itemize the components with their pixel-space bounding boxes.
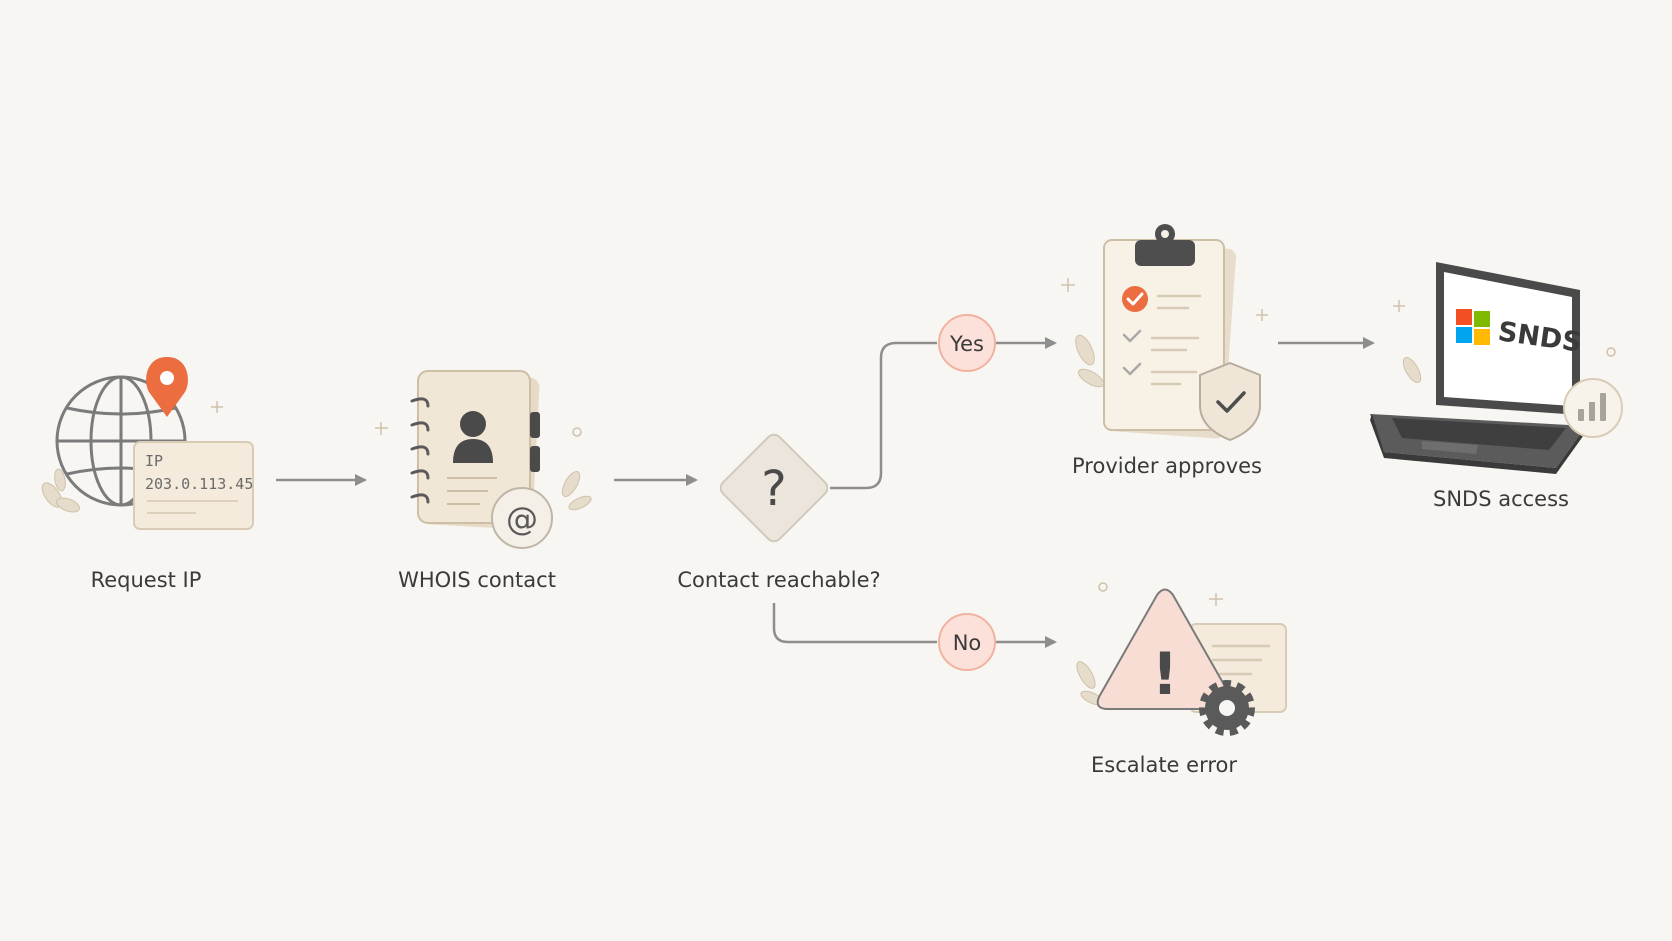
no-badge: No <box>938 613 996 671</box>
bar-chart-icon <box>1563 378 1623 438</box>
snds-access-node: SNDS <box>1370 262 1623 474</box>
leaf-icon <box>41 468 80 513</box>
location-pin-icon <box>146 357 188 417</box>
request-ip-node: IP 203.0.113.45 <box>41 357 254 530</box>
dot-decoration <box>1606 347 1616 357</box>
yes-badge: Yes <box>938 314 996 372</box>
leaf-icon <box>1075 334 1104 388</box>
at-symbol: @ <box>506 500 538 538</box>
yes-branch-line <box>830 341 937 490</box>
provider-approves-node <box>1061 224 1268 442</box>
ip-tag-text: IP <box>145 452 163 470</box>
escalate-error-node: ! <box>1076 582 1287 736</box>
provider-approves-label: Provider approves <box>1072 454 1262 478</box>
shield-check-icon <box>1199 361 1261 442</box>
ip-value-text: 203.0.113.45 <box>145 475 253 493</box>
sparkle-icon <box>1061 278 1268 321</box>
snds-access-label: SNDS access <box>1433 487 1569 511</box>
escalate-error-label: Escalate error <box>1091 753 1237 777</box>
person-icon <box>460 411 486 437</box>
at-icon: @ <box>491 487 553 549</box>
no-label: No <box>953 631 982 655</box>
sparkle-icon <box>375 422 388 435</box>
whois-contact-label: WHOIS contact <box>398 568 556 592</box>
question-diamond-icon: ? <box>719 433 829 543</box>
dot-decoration <box>1098 582 1108 592</box>
warning-triangle-icon: ! <box>1096 588 1234 710</box>
question-symbol: ? <box>761 461 786 517</box>
decision-label: Contact reachable? <box>677 568 881 592</box>
laptop-icon <box>1370 262 1586 474</box>
dot-decoration <box>572 427 582 437</box>
connectors <box>276 337 1375 648</box>
sparkle-icon <box>1209 593 1223 606</box>
gear-icon <box>1199 680 1255 736</box>
no-branch-line <box>772 603 937 644</box>
warning-symbol: ! <box>1152 640 1178 708</box>
leaf-icon <box>1402 357 1422 383</box>
ip-card: IP 203.0.113.45 <box>133 441 254 530</box>
sparkle-icon <box>1393 300 1405 312</box>
request-ip-label: Request IP <box>90 568 202 592</box>
sparkle-icon <box>211 401 223 413</box>
decision-node: ? <box>719 433 829 543</box>
whois-contact-node: @ <box>375 370 592 549</box>
yes-label: Yes <box>949 332 984 356</box>
windows-logo-icon <box>1456 309 1490 345</box>
leaf-icon <box>561 471 592 511</box>
